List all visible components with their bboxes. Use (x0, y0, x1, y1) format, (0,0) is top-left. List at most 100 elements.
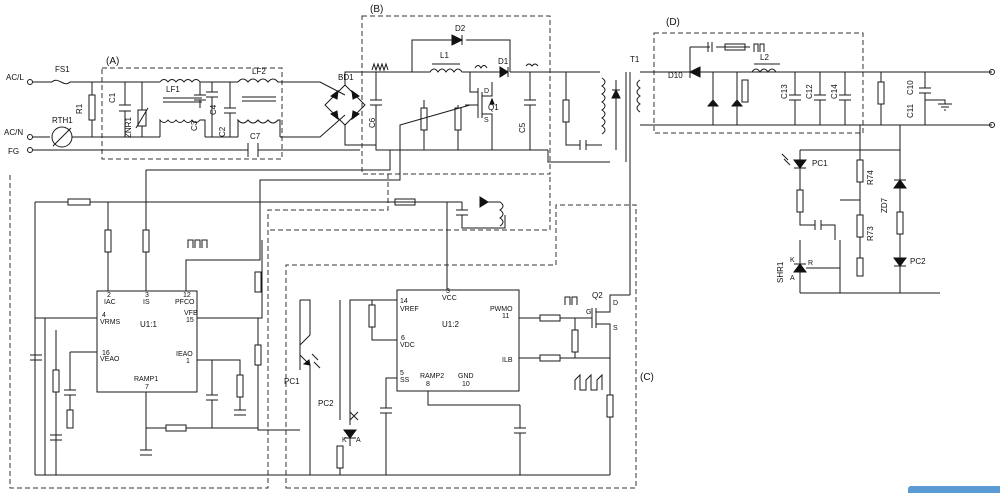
terminal-acl (27, 79, 33, 85)
resistor-sense (606, 394, 614, 418)
resistor-fb-trim (856, 257, 864, 277)
diode-aux (479, 196, 489, 208)
waveform-pfco (187, 239, 208, 248)
inductor-lf1 (159, 79, 205, 83)
capacitor-c7 (247, 143, 259, 157)
output-terminal-plus (989, 69, 995, 75)
q1-body-diode (489, 97, 495, 105)
q1-pin-s: S (484, 117, 489, 124)
capacitor-c5 (524, 72, 536, 150)
bridge-bd1 (324, 84, 366, 126)
u11-pin-vrms: VRMS (100, 319, 121, 326)
section-left-box (9, 174, 389, 489)
resistor-r73 (856, 214, 864, 238)
u11-pin-vrms-num: 4 (102, 312, 106, 319)
resistor-left-1 (52, 369, 60, 393)
t1-core (625, 72, 631, 162)
capacitor-c4 (206, 82, 218, 137)
c14-label: C14 (830, 84, 839, 99)
zd7-label: ZD7 (880, 197, 889, 213)
clamp-diode-wire (612, 80, 620, 150)
u12-pin-ramp2: RAMP2 (420, 373, 444, 380)
ground-symbol (925, 99, 952, 111)
d2-label: D2 (455, 24, 466, 33)
c7-label: C7 (250, 132, 261, 141)
snubber-cap (565, 72, 602, 150)
ic-u11 (96, 290, 198, 393)
resistor-q2-gate (571, 329, 579, 353)
bridge-diode-1 (330, 89, 339, 100)
thermistor-slash (52, 127, 72, 147)
section-d-box (653, 32, 864, 134)
c6-label: C6 (368, 117, 377, 128)
wire-left-inner (50, 330, 62, 475)
inductor-lf2-bottom (237, 118, 281, 137)
resistor-pwmo (539, 314, 561, 322)
u12-pin-ss-num: 5 (400, 370, 404, 377)
c4-label: C4 (209, 104, 218, 115)
wire-to-t1 (530, 71, 610, 163)
t1-label: T1 (630, 55, 640, 64)
pc2-in-label: PC2 (318, 399, 334, 408)
resistor-vfb-1 (254, 271, 262, 293)
wire-u12-gnd (427, 391, 526, 475)
q2-label: Q2 (592, 291, 603, 300)
capacitor-c13 (789, 72, 801, 125)
wire-d-diodes (712, 72, 738, 125)
u11-pin-pfco: PFCO (175, 299, 195, 306)
u11-label: U1:1 (140, 320, 157, 329)
resistor-d-2 (741, 79, 749, 103)
pc2-out-label: PC2 (910, 257, 926, 266)
section-c-box (285, 204, 637, 489)
d10-label: D10 (668, 71, 683, 80)
lf1-label: LF1 (166, 85, 180, 94)
t1-primary (601, 77, 606, 135)
fs1-label: FS1 (55, 65, 70, 74)
inductor-lf2 (237, 78, 280, 83)
u12-pin-vcc: VCC (442, 295, 457, 302)
u11-pin-iac: IAC (104, 299, 116, 306)
terminal-fg (27, 147, 33, 153)
diode-d10 (688, 66, 701, 78)
u12-pin-vcc-num: 3 (446, 288, 450, 295)
u11-pin-vfb: VFB (184, 310, 198, 317)
wire-ss (380, 377, 397, 475)
terminal-acn-label: AC/N (4, 128, 23, 137)
u12-pin-ss: SS (400, 377, 410, 384)
wire-bridge-out (344, 71, 376, 146)
u11-pin-is-num: 3 (145, 292, 149, 299)
zener-zd7 (893, 179, 907, 189)
resistor-vref (368, 304, 376, 328)
wire-ieao (197, 359, 246, 428)
resistor-ieao (236, 374, 244, 398)
waveform-q2 (564, 296, 578, 305)
wire-pc1-in (300, 299, 311, 475)
varistor-znr1 (135, 82, 149, 137)
l1-label: L1 (440, 51, 449, 60)
fuse-fs1 (51, 79, 71, 85)
inductor-lf1-bottom (159, 118, 206, 137)
u12-pin-vref-num: 14 (400, 298, 408, 305)
pc1-out-bar (794, 150, 806, 190)
wire-l-main (70, 81, 346, 96)
terminal-fg-label: FG (8, 147, 19, 156)
inductor-l2 (751, 68, 782, 73)
resistor-ilb (539, 354, 561, 362)
shunt-shr1 (793, 263, 807, 273)
resistor-veao (66, 409, 74, 429)
inductor-l1 (412, 68, 470, 73)
pc2-out-bar (894, 234, 906, 293)
bridge-diode-3 (330, 110, 339, 121)
wire-b-mid (375, 100, 548, 151)
resistor-top-left (67, 198, 91, 206)
u12-pin-vdc: VDC (400, 342, 415, 349)
shunt-shr1-bar (794, 240, 840, 293)
resistor-snubber (562, 99, 570, 123)
r73-label: R73 (866, 226, 875, 241)
waveform-ilb (574, 373, 603, 391)
u11-pin-iac-num: 2 (107, 292, 111, 299)
shr1-label: SHR1 (776, 261, 785, 283)
waveform-b2 (525, 63, 539, 67)
resistor-vfb-2 (254, 344, 262, 366)
